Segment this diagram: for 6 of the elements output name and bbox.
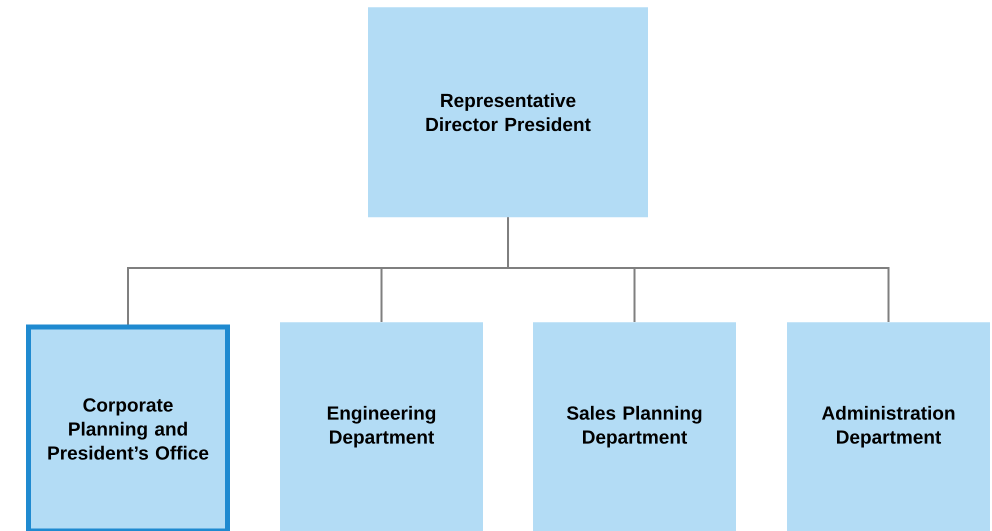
connector-line [507,217,890,322]
department-box: Sales Planning Department [533,322,736,531]
department-box: Corporate Planning and President’s Office [26,324,230,531]
department-box: Engineering Department [280,322,483,531]
department-box: Representative Director President [368,7,648,218]
department-box: Administration Department [787,322,990,531]
